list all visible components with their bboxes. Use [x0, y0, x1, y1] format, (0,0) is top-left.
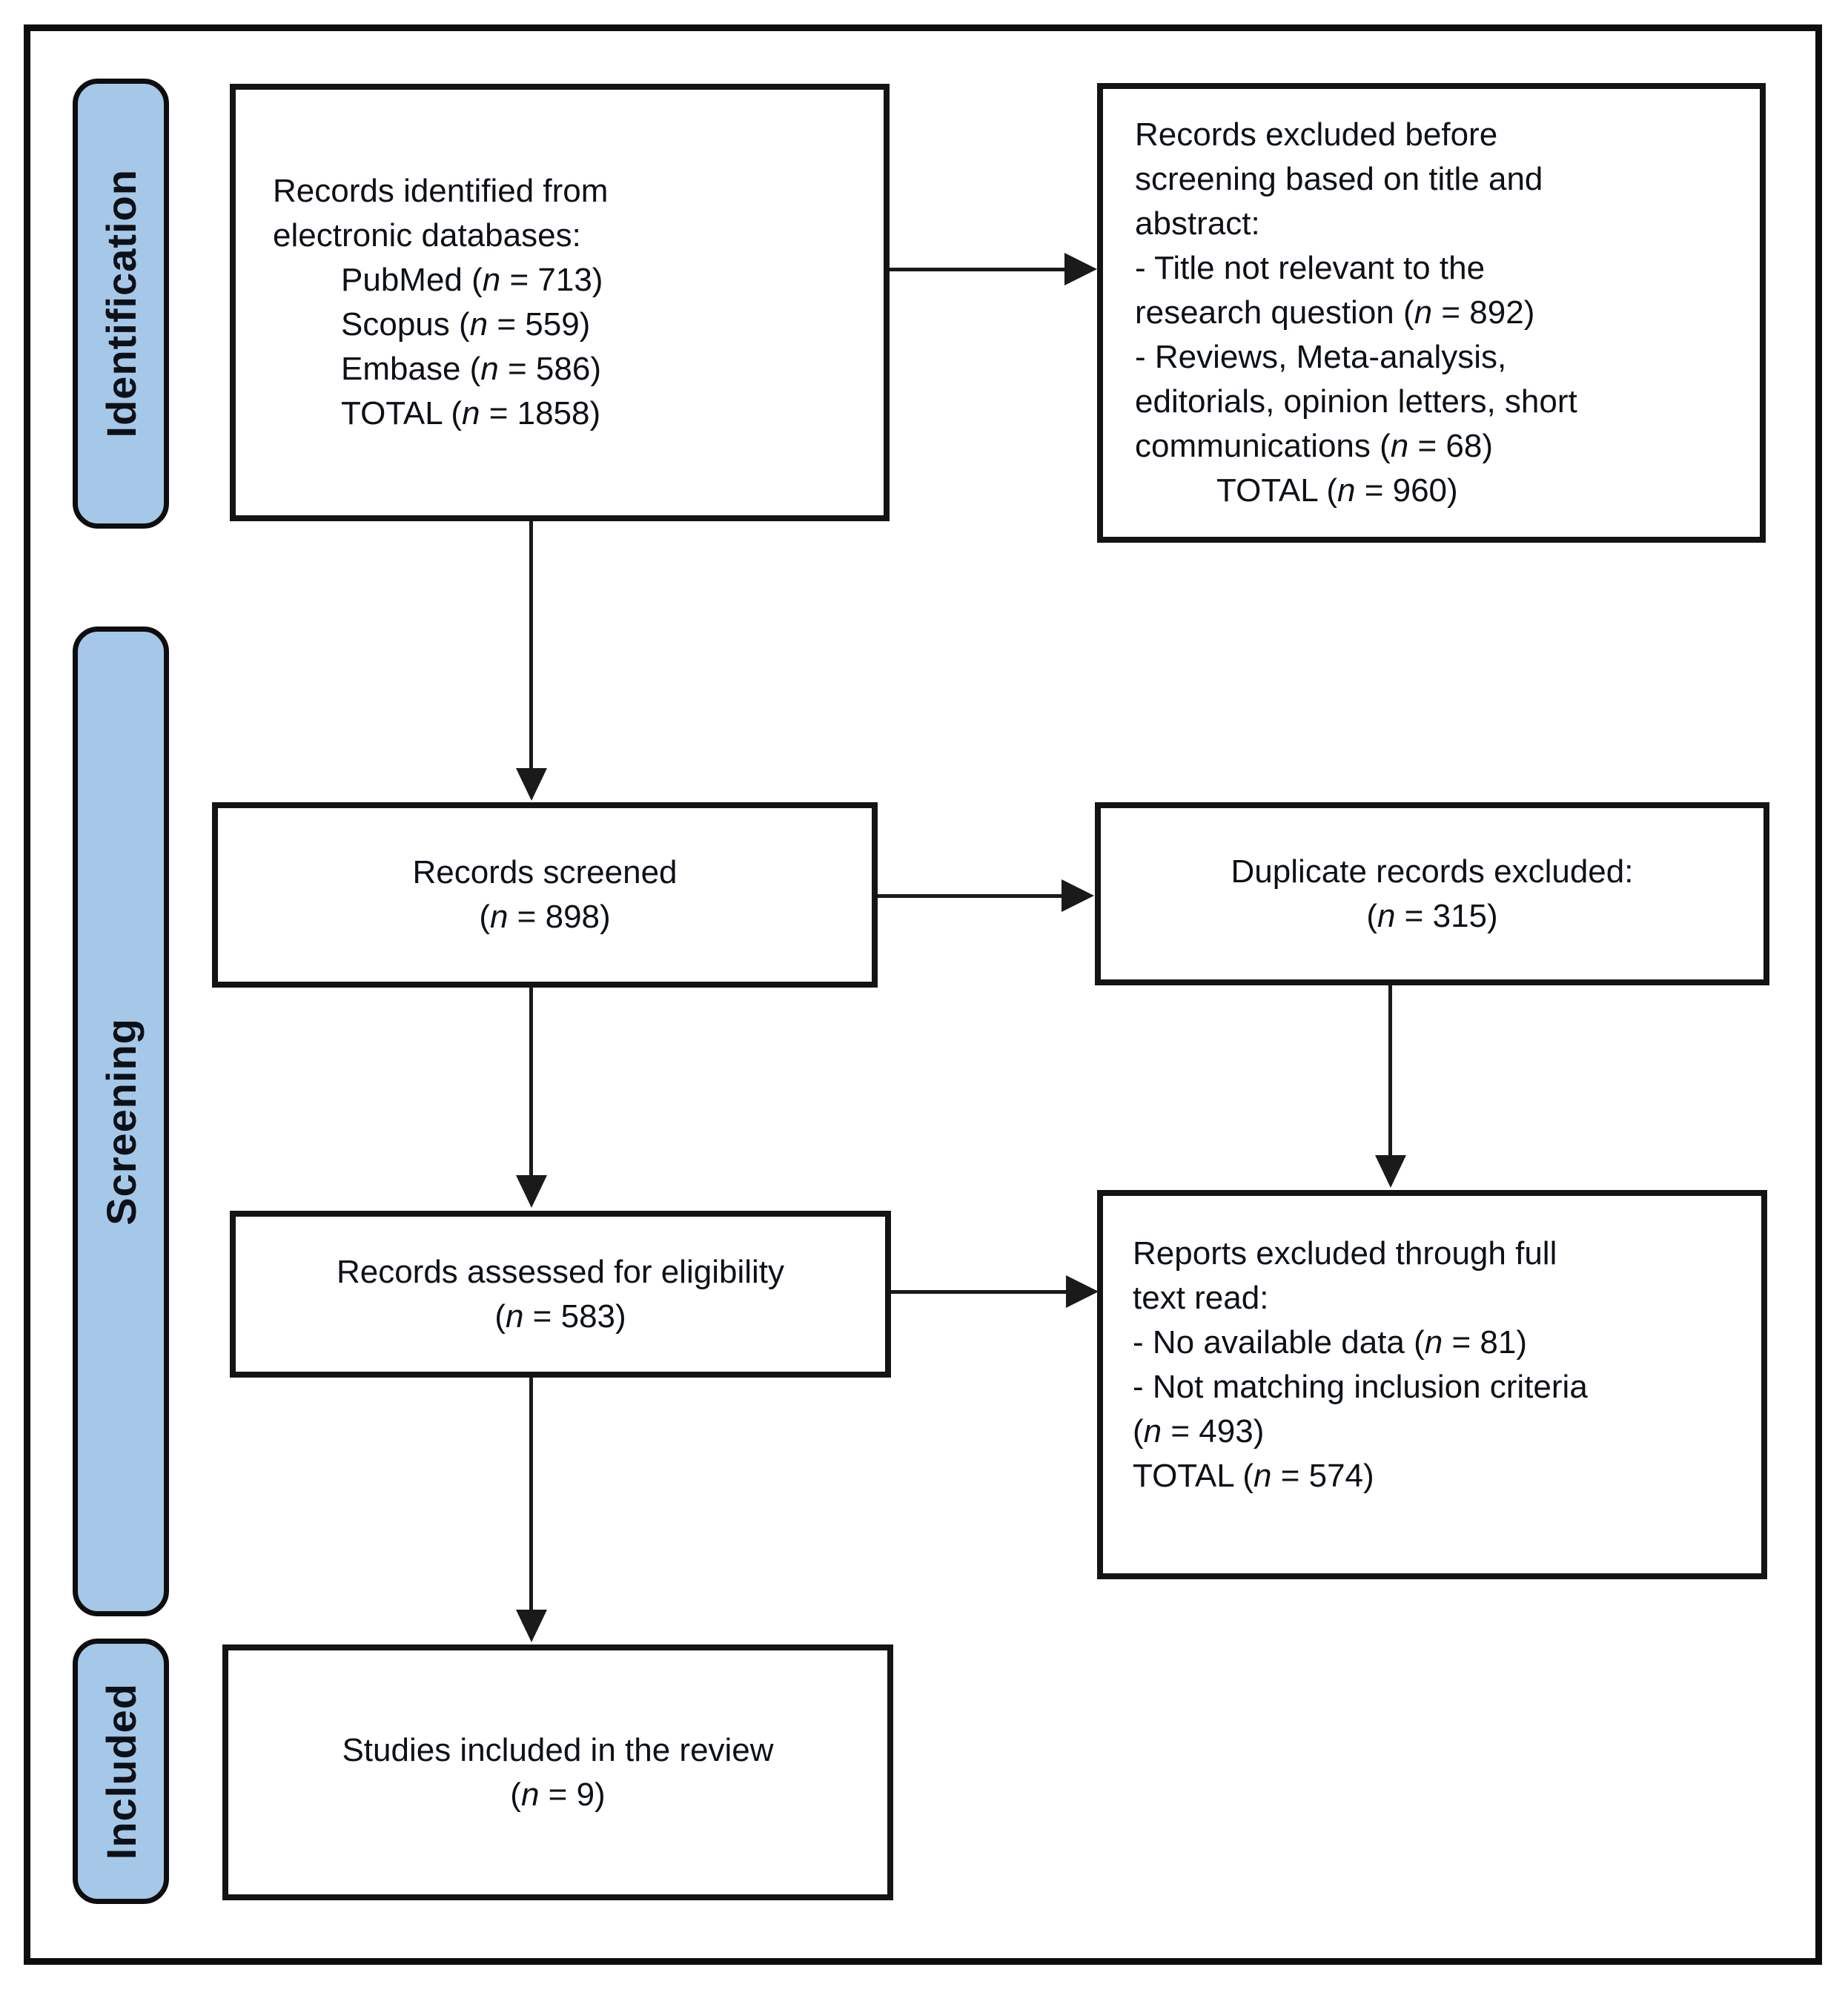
arrow-assessed-to-included-head [516, 1610, 547, 1642]
text-line: (n = 583) [494, 1298, 626, 1335]
text-line: abstract: [1135, 205, 1260, 242]
text-line: - No available data (n = 81) [1133, 1324, 1527, 1361]
text-line: research question (n = 892) [1135, 294, 1535, 331]
text-line: (n = 898) [479, 899, 611, 935]
stage-identification-label: Identification [97, 169, 145, 438]
arrow-assessed-to-fulltext-line [891, 1290, 1069, 1294]
text-line: Scopus (n = 559) [341, 306, 591, 343]
records-assessed-box: Records assessed for eligibility (n = 58… [230, 1211, 891, 1378]
text-line: TOTAL (n = 1858) [341, 395, 601, 432]
text-line: (n = 493) [1133, 1413, 1265, 1449]
text-line: communications (n = 68) [1135, 428, 1494, 464]
arrow-duplicates-to-fulltext-line [1388, 985, 1392, 1159]
arrow-identified-to-screened-head [516, 768, 547, 801]
text-line: screening based on title and [1135, 161, 1543, 197]
text-line: Studies included in the review [342, 1731, 774, 1768]
text-line: PubMed (n = 713) [341, 262, 603, 298]
arrow-identified-to-excluded-head [1064, 253, 1097, 285]
duplicate-records-excluded-box: Duplicate records excluded: (n = 315) [1095, 802, 1769, 985]
text-line: editorials, opinion letters, short [1135, 383, 1577, 420]
records-identified-box: Records identified from electronic datab… [230, 84, 890, 521]
text-line: Records excluded before [1135, 116, 1498, 153]
text-line: TOTAL (n = 960) [1216, 472, 1458, 509]
studies-included-box: Studies included in the review (n = 9) [222, 1644, 893, 1900]
arrow-identified-to-excluded-line [890, 268, 1067, 271]
arrow-duplicates-to-fulltext-head [1375, 1155, 1406, 1188]
text-line: Records screened [412, 854, 678, 890]
arrow-assessed-to-included-line [529, 1378, 533, 1613]
text-line: Records assessed for eligibility [336, 1253, 785, 1290]
text-line: - Not matching inclusion criteria [1133, 1369, 1588, 1405]
text-line: Records identified from [273, 173, 609, 209]
diagram-outer-border [24, 24, 1822, 1965]
stage-identification: Identification [73, 79, 169, 529]
arrow-screened-to-duplicates-head [1062, 879, 1094, 912]
stage-screening: Screening [73, 627, 169, 1616]
records-excluded-before-screening-box: Records excluded before screening based … [1097, 83, 1766, 543]
text-line: Duplicate records excluded: [1231, 853, 1634, 890]
text-line: (n = 315) [1366, 897, 1498, 934]
records-screened-box: Records screened (n = 898) [212, 802, 878, 988]
text-line: Embase (n = 586) [341, 351, 601, 387]
arrow-screened-to-assessed-head [516, 1175, 547, 1208]
stage-screening-label: Screening [97, 1017, 145, 1226]
arrow-identified-to-screened-line [529, 521, 533, 772]
arrow-screened-to-duplicates-line [878, 894, 1064, 898]
text-line: Reports excluded through full [1133, 1235, 1557, 1272]
stage-included-label: Included [97, 1682, 145, 1860]
arrow-assessed-to-fulltext-head [1066, 1275, 1099, 1308]
text-line: TOTAL (n = 574) [1133, 1458, 1374, 1494]
text-line: electronic databases: [273, 217, 581, 254]
text-line: - Reviews, Meta-analysis, [1135, 339, 1507, 375]
text-line: text read: [1133, 1280, 1269, 1316]
arrow-screened-to-assessed-line [529, 988, 533, 1179]
fulltext-excluded-box: Reports excluded through full text read:… [1097, 1190, 1767, 1579]
text-line: - Title not relevant to the [1135, 250, 1486, 286]
text-line: (n = 9) [510, 1776, 606, 1813]
stage-included: Included [73, 1639, 169, 1904]
